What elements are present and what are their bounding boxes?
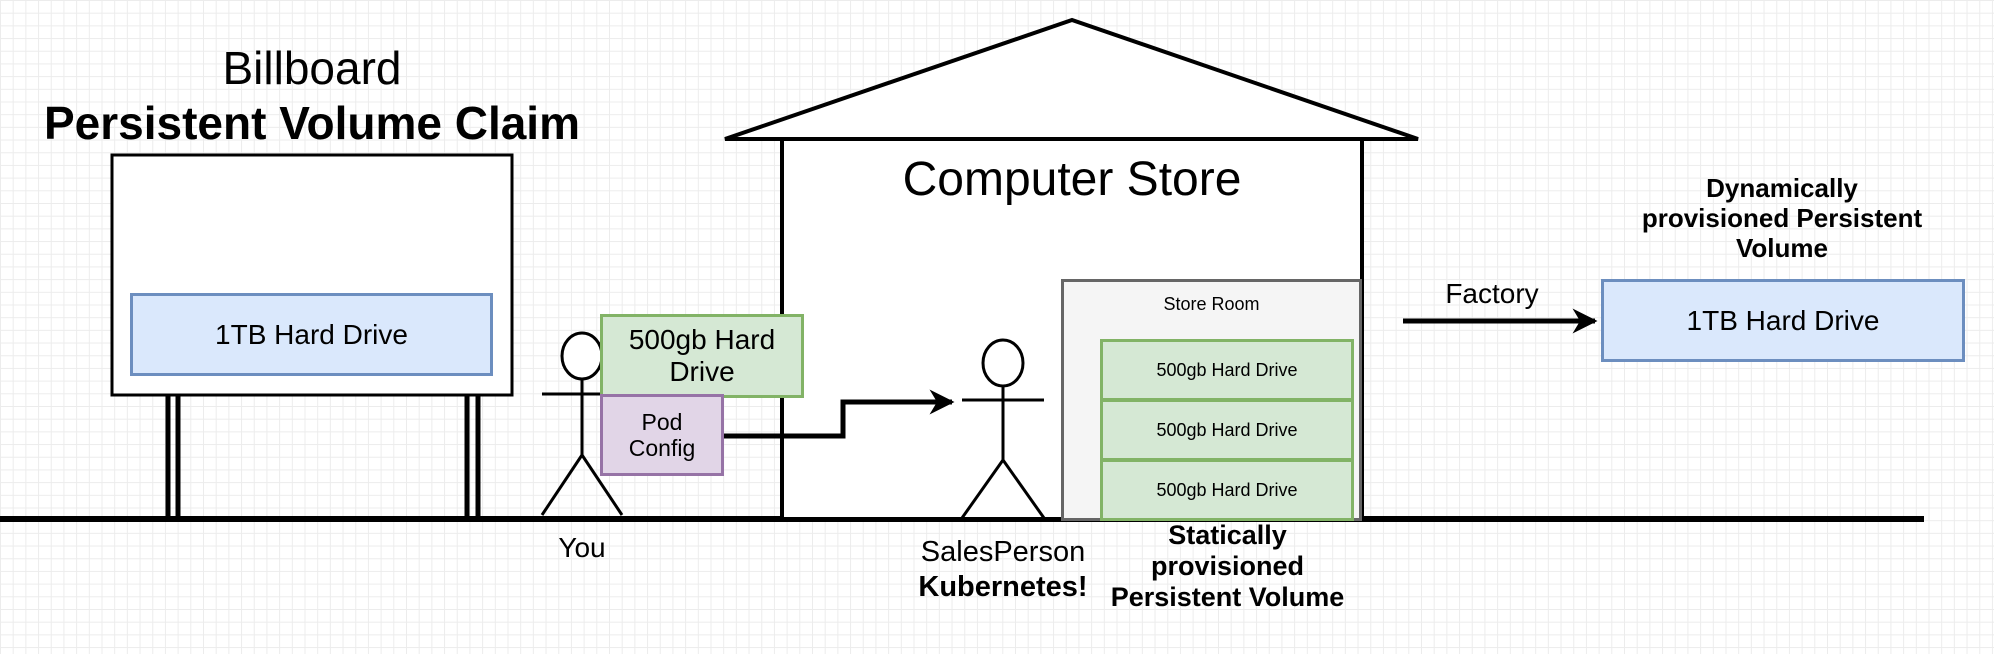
static-pv-label: Statically provisioned Persistent Volume xyxy=(1110,520,1345,613)
store-drive-2: 500gb Hard Drive xyxy=(1100,399,1354,461)
store-roof xyxy=(724,17,1419,141)
billboard-drive-label: 1TB Hard Drive xyxy=(215,318,408,350)
factory-drive-label: 1TB Hard Drive xyxy=(1686,304,1880,336)
store-drive-1: 500gb Hard Drive xyxy=(1100,339,1354,401)
you-drive-label: 500gb Hard Drive xyxy=(628,323,776,387)
pod-config: Pod Config xyxy=(600,394,724,476)
pod-config-to-salesperson-arrow xyxy=(722,389,955,439)
you-drive: 500gb Hard Drive xyxy=(600,314,804,398)
billboard-title: Billboard xyxy=(222,42,402,94)
pvc-title: Persistent Volume Claim xyxy=(44,97,580,149)
pod-config-label: Pod Config xyxy=(628,408,696,461)
salesperson-label: SalesPerson xyxy=(920,536,1086,568)
store-drive-3: 500gb Hard Drive xyxy=(1100,459,1354,521)
store-drive-1-label: 500gb Hard Drive xyxy=(1156,359,1298,380)
store-room-label: Store Room xyxy=(1163,294,1260,314)
store-drive-3-label: 500gb Hard Drive xyxy=(1156,479,1298,500)
store-title: Computer Store xyxy=(902,153,1242,206)
billboard-legs xyxy=(165,395,481,516)
you-figure xyxy=(540,331,624,516)
dynamic-pv-label: Dynamically provisioned Persistent Volum… xyxy=(1641,173,1923,263)
billboard-drive: 1TB Hard Drive xyxy=(130,293,493,376)
kubernetes-label: Kubernetes! xyxy=(918,571,1088,603)
factory-label: Factory xyxy=(1445,278,1539,309)
factory-drive: 1TB Hard Drive xyxy=(1601,279,1965,362)
you-label: You xyxy=(558,532,606,563)
store-drive-2-label: 500gb Hard Drive xyxy=(1156,419,1298,440)
salesperson-figure xyxy=(960,338,1046,519)
